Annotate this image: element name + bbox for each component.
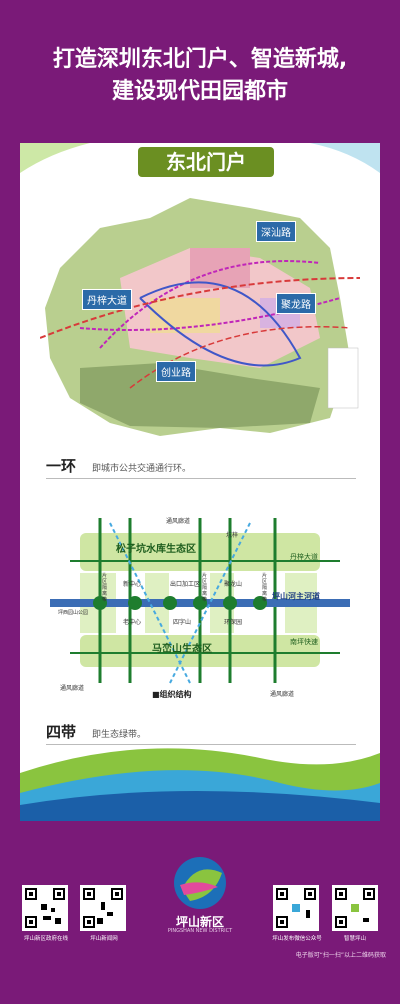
qr-label-2: 坪山新闻网 — [90, 936, 118, 942]
map-label-danzi: 丹梓大道 — [82, 289, 132, 310]
diagram-corridor-right: 通风廊道 — [270, 691, 295, 698]
logo-subtitle: PINGSHAN NEW DISTRICT — [167, 928, 233, 934]
decor-swoosh — [20, 143, 380, 821]
section2-desc: 即生态绿带。 — [92, 730, 147, 740]
qr-code-4[interactable] — [332, 885, 378, 931]
diagram-julong: 聚龙山 — [224, 581, 243, 588]
logo-name: 坪山新区 — [175, 915, 224, 929]
diagram-export: 出口加工区 — [170, 581, 201, 588]
diagram-pingxi: 坪西园山公园 — [58, 610, 89, 616]
diagram-corridor-left: 通风廊道 — [60, 685, 85, 692]
headline-line1: 打造深圳东北门户、智造新城, — [52, 47, 348, 72]
diagram-corridor-top: 通风廊道 — [166, 518, 191, 525]
map-label-julong: 聚龙路 — [276, 293, 316, 314]
qr-label-1: 坪山新区政府在线 — [23, 936, 68, 942]
section1-desc: 即城市公共交通通行环。 — [92, 464, 192, 474]
diagram-road1: 丹梓大道 — [290, 553, 318, 561]
diagram-pian3: 片区隔离带 — [262, 573, 268, 603]
diagram-road2: 南坪快速 — [290, 638, 318, 646]
diagram-ring: 环保园 — [224, 619, 243, 626]
diagram-pian1: 片区隔离带 — [102, 573, 108, 603]
qr-icon — [25, 888, 65, 928]
section2-divider — [46, 744, 356, 745]
diagram-old-center: 老中心 — [123, 619, 142, 626]
diagram-north-zone: 松子坑水库生态区 — [116, 544, 196, 555]
section1-divider — [46, 478, 356, 479]
diagram-river: 坪山河主河道 — [272, 592, 320, 601]
logo-icon — [174, 857, 226, 909]
map-label-shenshan: 深汕路 — [256, 221, 296, 242]
footer-note: 电子版可“扫一扫”以上二维码获取 — [295, 952, 386, 959]
map-label-chuangye: 创业路 — [156, 361, 196, 382]
qr-icon — [335, 888, 375, 928]
headline: 打造深圳东北门户、智造新城, 建设现代田园都市 — [0, 44, 400, 108]
diagram-pian2: 片区隔离带 — [202, 573, 208, 603]
poster-card: 东北门户 深汕路 丹梓大道 聚龙路 创业路 一环 即城市公共交通通行环。 — [20, 143, 380, 821]
qr-code-2[interactable] — [80, 885, 126, 931]
pingshan-logo — [170, 855, 230, 915]
section2-label: 四带 — [46, 723, 77, 741]
qr-label-4: 智慧坪山 — [343, 936, 366, 942]
diagram-org: ■组织结构 — [152, 690, 192, 699]
qr-code-3[interactable] — [273, 885, 319, 931]
card-title: 东北门户 — [138, 147, 274, 177]
section1-label: 一环 — [46, 457, 77, 475]
qr-code-1[interactable] — [22, 885, 68, 931]
diagram-sizhi: 四字山 — [173, 619, 192, 626]
headline-line2: 建设现代田园都市 — [111, 79, 288, 104]
diagram-keng: 坑梓 — [226, 532, 239, 539]
diagram-new-center: 新中心 — [123, 581, 142, 588]
qr-icon — [276, 888, 316, 928]
structure-diagram — [50, 518, 350, 684]
qr-icon — [83, 888, 123, 928]
district-map — [40, 198, 360, 436]
qr-label-3: 坪山发布微信公众号 — [272, 936, 322, 942]
diagram-south-zone: 马峦山生态区 — [152, 644, 212, 655]
